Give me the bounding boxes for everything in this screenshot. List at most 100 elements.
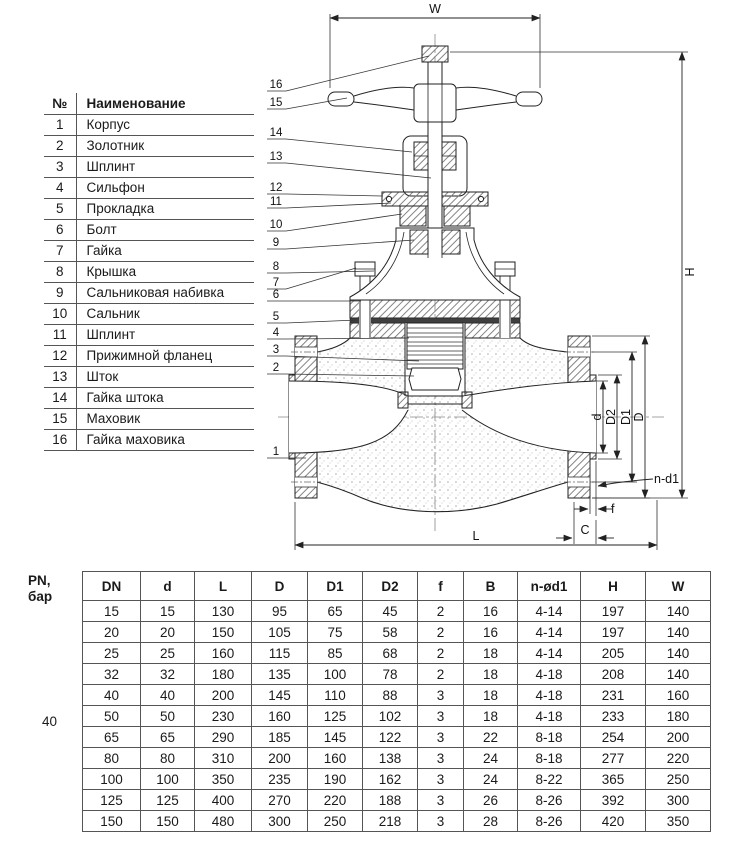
part-name: Золотник <box>76 135 254 157</box>
part-name: Маховик <box>76 408 254 430</box>
part-number: 16 <box>44 429 77 451</box>
dims-cell: 122 <box>362 726 418 748</box>
dims-cell: 20 <box>140 621 195 643</box>
callout-12: 12 <box>270 182 283 194</box>
dims-cell: 200 <box>194 684 252 706</box>
gland <box>399 205 427 227</box>
dims-cell: 135 <box>251 663 308 685</box>
dims-cell: 188 <box>362 789 418 811</box>
callout-3: 3 <box>273 344 279 356</box>
part-name: Гайка штока <box>76 387 254 409</box>
parts-header-row: № Наименование <box>44 93 254 115</box>
dims-cell: 28 <box>463 810 518 832</box>
dims-cell: 160 <box>645 684 711 706</box>
valve-disc <box>408 367 462 391</box>
callout-leader-14 <box>267 138 413 153</box>
dims-cell: 8-18 <box>517 726 581 748</box>
callout-leader-4 <box>267 337 410 340</box>
dims-cell: 88 <box>362 684 418 706</box>
dims-cell: 8-22 <box>517 768 581 790</box>
part-number: 14 <box>44 387 77 409</box>
dims-cell: 24 <box>463 747 518 769</box>
dims-cell: 65 <box>140 726 195 748</box>
dims-cell: 420 <box>580 810 646 832</box>
dims-cell: 480 <box>194 810 252 832</box>
dims-cell: 22 <box>463 726 518 748</box>
valve-seat <box>397 391 473 409</box>
dims-cell: 270 <box>251 789 308 811</box>
dims-cell: 140 <box>645 642 711 664</box>
dims-cell: 65 <box>82 726 141 748</box>
dims-cell: 102 <box>362 705 418 727</box>
dims-cell: 85 <box>307 642 363 664</box>
dims-cell: 115 <box>251 642 308 664</box>
part-number: 13 <box>44 366 77 388</box>
dims-cell: 4-18 <box>517 684 581 706</box>
handwheel <box>327 45 543 123</box>
part-name: Крышка <box>76 261 254 283</box>
dims-cell: 100 <box>82 768 141 790</box>
dims-cell: 100 <box>140 768 195 790</box>
part-number: 7 <box>44 240 77 262</box>
dims-cell: 350 <box>194 768 252 790</box>
dims-cell: 140 <box>645 600 711 622</box>
dims-cell: 150 <box>82 810 141 832</box>
part-number: 1 <box>44 114 77 136</box>
callout-11: 11 <box>270 196 282 208</box>
dims-cell: 365 <box>580 768 646 790</box>
dims-cell: 32 <box>82 663 141 685</box>
dims-cell: 105 <box>251 621 308 643</box>
part-name: Сильфон <box>76 177 254 199</box>
callout-leader-12 <box>267 193 384 197</box>
dims-cell: 3 <box>417 726 464 748</box>
bellows <box>406 322 464 370</box>
dims-header-cell: W <box>645 571 711 601</box>
dims-cell: 231 <box>580 684 646 706</box>
callout-8: 8 <box>273 261 279 273</box>
bonnet-flange <box>349 299 521 319</box>
gasket <box>349 317 521 324</box>
part-name: Корпус <box>76 114 254 136</box>
dims-cell: 300 <box>645 789 711 811</box>
dimension-small-arrows <box>556 478 654 542</box>
dims-cell: 3 <box>417 684 464 706</box>
dims-cell: 160 <box>194 642 252 664</box>
part-name: Сальниковая набивка <box>76 282 254 304</box>
dims-cell: 290 <box>194 726 252 748</box>
dims-cell: 180 <box>645 705 711 727</box>
dims-cell: 3 <box>417 789 464 811</box>
part-number: 8 <box>44 261 77 283</box>
part-number: 2 <box>44 135 77 157</box>
dims-cell: 197 <box>580 600 646 622</box>
callout-7: 7 <box>273 277 279 289</box>
parts-header-name: Наименование <box>76 93 254 115</box>
dims-cell: 20 <box>82 621 141 643</box>
dims-cell: 208 <box>580 663 646 685</box>
pn-column: PN, бар 40 <box>28 571 82 832</box>
dims-cell: 50 <box>140 705 195 727</box>
callout-leader-10 <box>267 213 403 232</box>
part-name: Гайка маховика <box>76 429 254 451</box>
part-name: Шплинт <box>76 156 254 178</box>
dims-cell: 95 <box>251 600 308 622</box>
callout-13: 13 <box>270 151 283 163</box>
dims-cell: 65 <box>307 600 363 622</box>
dims-cell: 250 <box>307 810 363 832</box>
dims-cell: 3 <box>417 810 464 832</box>
part-number: 6 <box>44 219 77 241</box>
